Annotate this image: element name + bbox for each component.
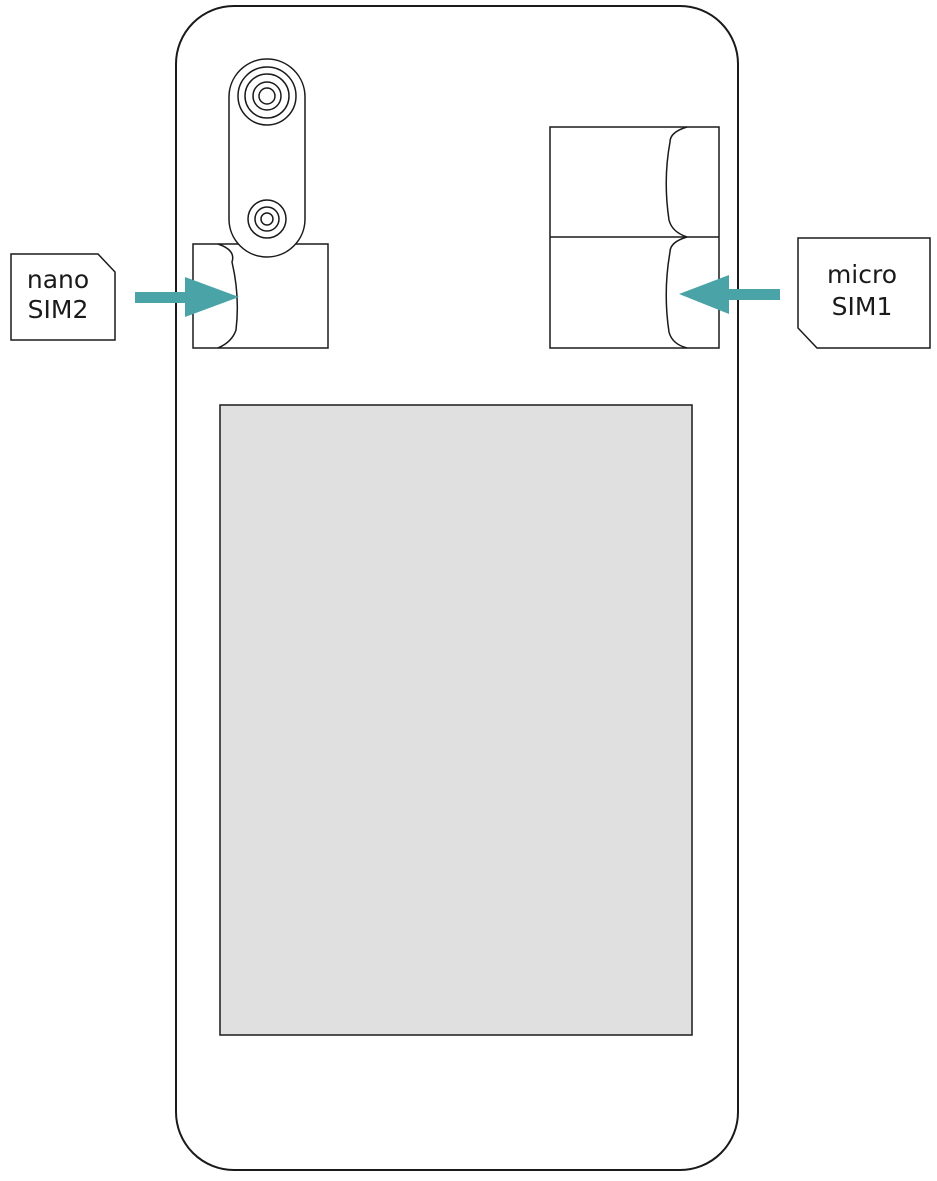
sim-card-nano-line1: nano (27, 265, 89, 294)
camera-lens-icon (237, 66, 297, 126)
battery-area (219, 404, 693, 1036)
slot-latch-right-top (665, 126, 688, 238)
sim-card-nano: nano SIM2 (10, 253, 116, 341)
slot-latch-left (217, 243, 239, 349)
insert-arrow-icon (679, 275, 780, 314)
slot-latch-right-bottom (665, 236, 688, 349)
sim-card-nano-line2: SIM2 (28, 295, 89, 324)
sim-slot-right (549, 126, 720, 349)
insert-arrow-icon (135, 277, 239, 317)
sim-card-micro-line2: SIM1 (832, 292, 893, 321)
flash-lens-icon (247, 199, 287, 239)
sim-card-micro: micro SIM1 (797, 237, 931, 349)
sim-card-micro-line1: micro (827, 260, 897, 289)
camera-module (228, 58, 306, 258)
